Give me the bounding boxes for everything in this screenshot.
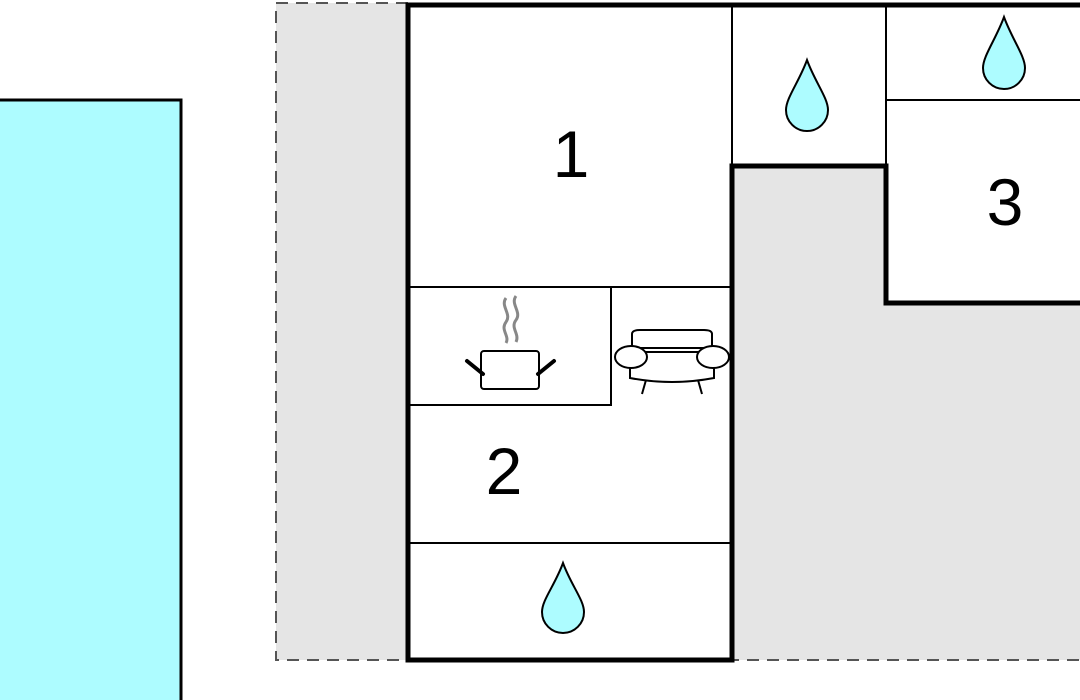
room-3-label: 3	[987, 165, 1024, 239]
cooking-pot-icon	[465, 295, 556, 390]
sofa-icon	[614, 329, 730, 395]
terrace	[275, 2, 1080, 661]
water-drop-icon	[784, 57, 830, 132]
water-drop-icon	[981, 14, 1027, 90]
room-1-label: 1	[553, 117, 590, 191]
room-2-label: 2	[486, 434, 523, 508]
exterior-walls	[405, 2, 1080, 663]
terrace-left-strip	[276, 3, 408, 660]
interior-walls	[408, 5, 1080, 544]
swimming-pool	[0, 98, 183, 700]
water-drop-icon	[540, 560, 586, 634]
terrace-right-area	[732, 166, 1080, 660]
terrace-dashed-outline	[275, 2, 1080, 661]
